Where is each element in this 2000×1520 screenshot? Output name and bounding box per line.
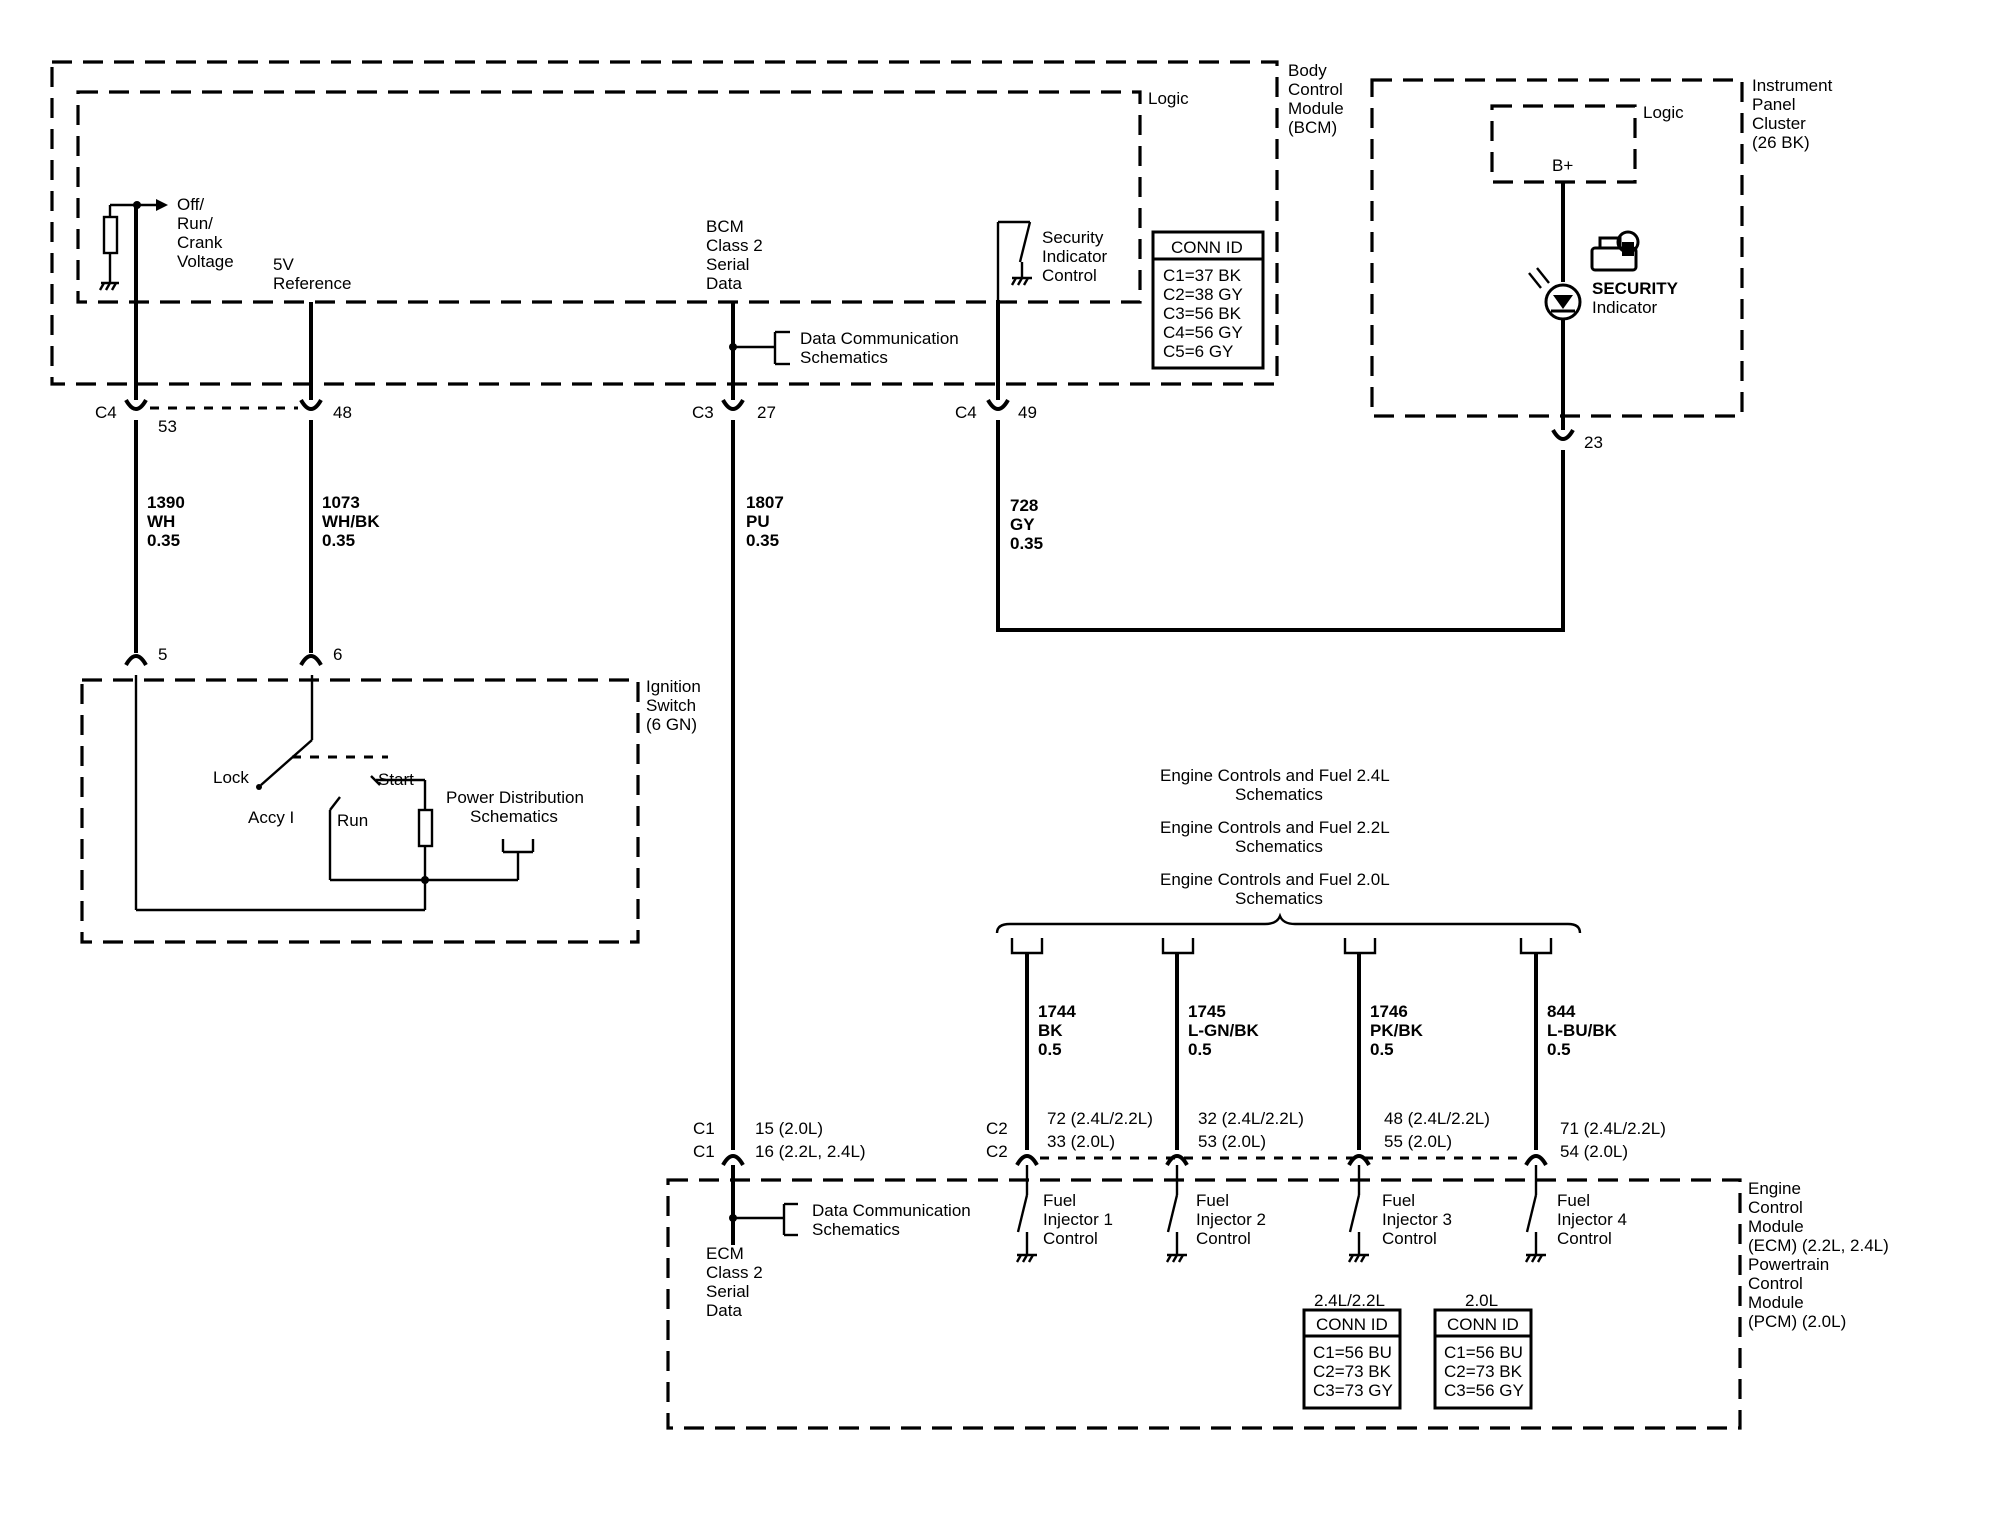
ecm-outline xyxy=(666,1178,1742,1430)
bcm-logic-label: Logic xyxy=(1148,89,1189,108)
bcm-off-run-crank-input xyxy=(98,199,168,291)
bcm-conn-id-table: CONN ID C1=37 BK C2=38 GY C3=56 BK C4=56… xyxy=(1151,230,1265,370)
ecm-c1-b-pin: 16 (2.2L, 2.4L) xyxy=(755,1142,866,1161)
bcm-security-control-switch xyxy=(996,220,1032,300)
ign-5-pin: 5 xyxy=(158,645,167,664)
inj2-pin-a: 32 (2.4L/2.2L) xyxy=(1198,1109,1304,1128)
svg-text:C2=73 BK: C2=73 BK xyxy=(1444,1362,1523,1381)
engine-ref-brace xyxy=(995,912,1582,934)
c4-49-conn: C4 xyxy=(955,403,977,422)
c4-49-pin: 49 xyxy=(1018,403,1037,422)
svg-text:CONN ID: CONN ID xyxy=(1171,238,1243,257)
svg-text:C4=56 GY: C4=56 GY xyxy=(1163,323,1243,342)
svg-text:C1=37 BK: C1=37 BK xyxy=(1163,266,1242,285)
ecm-c1-b-conn: C1 xyxy=(693,1142,715,1161)
inj3-pin-a: 48 (2.4L/2.2L) xyxy=(1384,1109,1490,1128)
svg-text:CONN ID: CONN ID xyxy=(1316,1315,1388,1334)
c4-53-conn: C4 xyxy=(95,403,117,422)
ignition-outline xyxy=(80,678,640,944)
ecm-conn-id-table-20: 2.0L CONN ID C1=56 BU C2=73 BK C3=56 GY xyxy=(1433,1291,1533,1410)
svg-text:C3=73 GY: C3=73 GY xyxy=(1313,1381,1393,1400)
injector-ref-brackets xyxy=(1010,938,1553,955)
inj2-pin-b: 53 (2.0L) xyxy=(1198,1132,1266,1151)
ipc-23-pin: 23 xyxy=(1584,433,1603,452)
ecm-c2-b-conn: C2 xyxy=(986,1142,1008,1161)
ignition-accy-label: Accy I xyxy=(248,808,294,827)
ipc-bplus-label: B+ xyxy=(1552,156,1573,175)
bcm-data-comm-bracket xyxy=(729,330,790,366)
ecm-c1-a-conn: C1 xyxy=(693,1119,715,1138)
ecm-c1-a-pin: 15 (2.0L) xyxy=(755,1119,823,1138)
c4-48-pin: 48 xyxy=(333,403,352,422)
svg-text:2.0L: 2.0L xyxy=(1465,1291,1498,1310)
svg-text:C1=56 BU: C1=56 BU xyxy=(1313,1343,1392,1362)
svg-text:C1=56 BU: C1=56 BU xyxy=(1444,1343,1523,1362)
ignition-run-label: Run xyxy=(337,811,368,830)
ecm-conn-id-table-24-22: 2.4L/2.2L CONN ID C1=56 BU C2=73 BK C3=7… xyxy=(1302,1291,1402,1410)
c3-27-conn: C3 xyxy=(692,403,714,422)
inj4-pin-a: 71 (2.4L/2.2L) xyxy=(1560,1119,1666,1138)
svg-text:CONN ID: CONN ID xyxy=(1447,1315,1519,1334)
svg-text:C2=73 BK: C2=73 BK xyxy=(1313,1362,1392,1381)
injector-switches xyxy=(1015,1165,1546,1263)
ipc-outline xyxy=(1370,78,1744,418)
inj4-pin-b: 54 (2.0L) xyxy=(1560,1142,1628,1161)
bcm-logic-outline xyxy=(76,90,1142,304)
ecm-c2-a-conn: C2 xyxy=(986,1119,1008,1138)
c3-27-pin: 27 xyxy=(757,403,776,422)
wire-728 xyxy=(996,420,1565,632)
connector-terminals xyxy=(124,398,1575,1167)
ignition-lock-label: Lock xyxy=(213,768,249,787)
c4-53-pin: 53 xyxy=(158,417,177,436)
security-led xyxy=(1528,182,1582,321)
security-lock-icon xyxy=(1590,230,1640,272)
ign-6-pin: 6 xyxy=(333,645,342,664)
ecm-data-comm-bracket xyxy=(729,1202,798,1237)
svg-text:C5=6 GY: C5=6 GY xyxy=(1163,342,1233,361)
svg-text:C2=38 GY: C2=38 GY xyxy=(1163,285,1243,304)
svg-text:C3=56 GY: C3=56 GY xyxy=(1444,1381,1524,1400)
bcm-outline xyxy=(50,60,1279,386)
ignition-switch-contacts xyxy=(134,675,535,912)
svg-text:2.4L/2.2L: 2.4L/2.2L xyxy=(1314,1291,1385,1310)
ignition-start-label: Start xyxy=(378,770,414,789)
inj1-pin-b: 33 (2.0L) xyxy=(1047,1132,1115,1151)
inj1-pin-a: 72 (2.4L/2.2L) xyxy=(1047,1109,1153,1128)
svg-text:C3=56 BK: C3=56 BK xyxy=(1163,304,1242,323)
ipc-logic-label: Logic xyxy=(1643,103,1684,122)
inj3-pin-b: 55 (2.0L) xyxy=(1384,1132,1452,1151)
